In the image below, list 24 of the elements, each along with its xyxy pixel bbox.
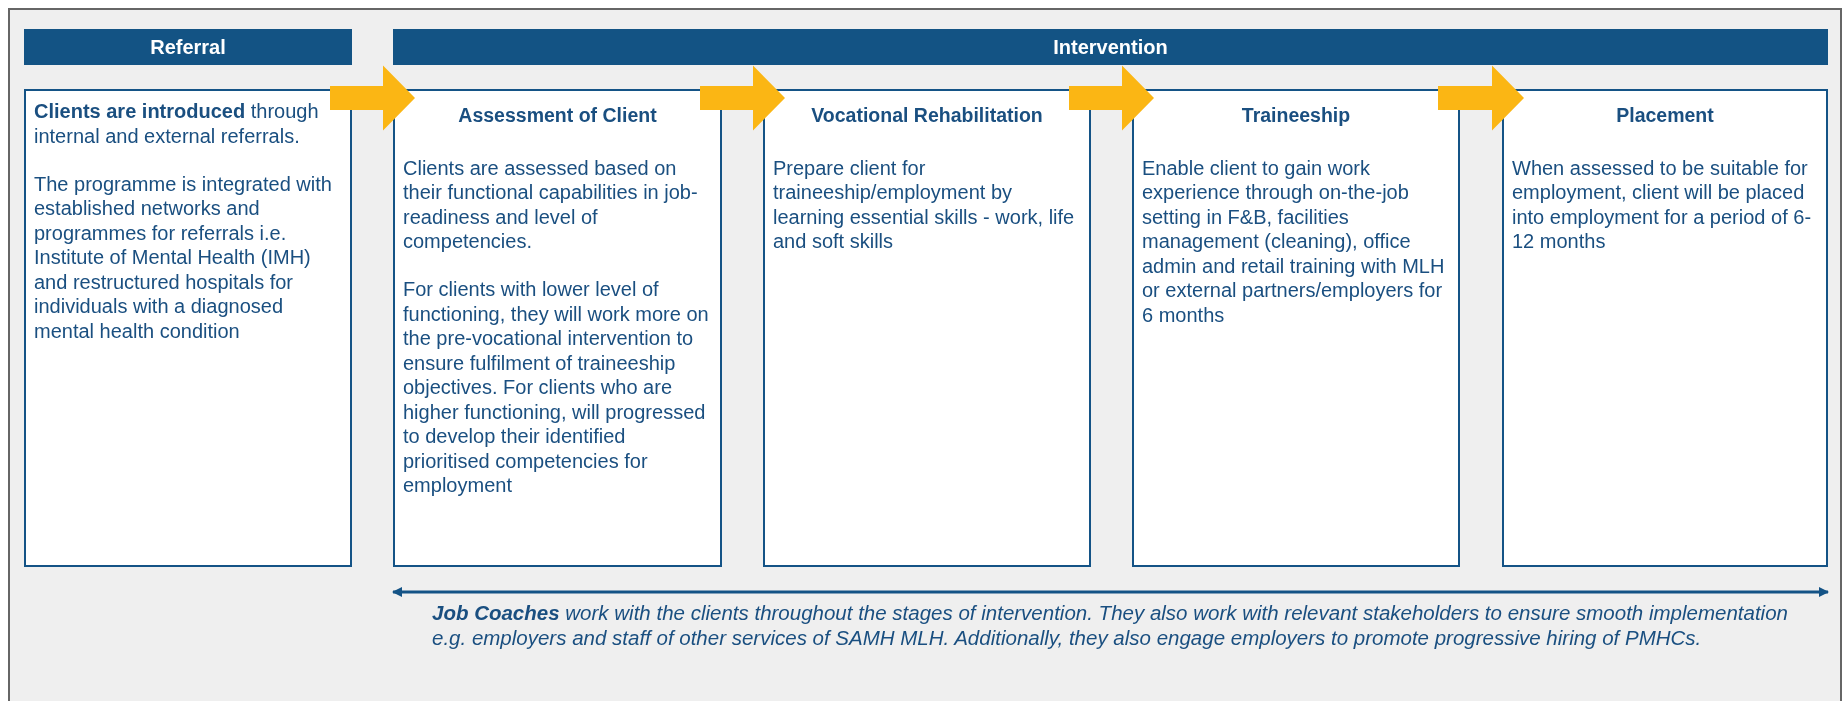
stage-heading: Vocational Rehabilitation bbox=[810, 103, 1044, 128]
stage-description: The programme is integrated with established networks and programmes for referrals i.e. Institute of Mental Health (IMH) and restructured hospitals for individuals with a diagnosed mental health condition bbox=[34, 171, 333, 343]
block-arrow bbox=[1438, 65, 1524, 131]
stage-card bbox=[393, 89, 722, 567]
stage-description: Prepare client for traineeship/employment by learning essential skills - work, life and soft skills bbox=[773, 155, 1076, 254]
stage-heading: Placement bbox=[1615, 103, 1715, 128]
stage-card bbox=[24, 89, 352, 567]
block-arrow bbox=[700, 65, 785, 131]
stage-description: Clients are introduced through internal and external referrals. bbox=[34, 99, 320, 148]
block-arrow bbox=[330, 65, 415, 131]
block-arrow bbox=[1069, 65, 1154, 131]
stage-heading: Assessment of Client bbox=[457, 103, 658, 128]
note-text: Job Coaches work with the clients throughout the stages of intervention. They also work with relevant stakeholders to ensure smooth implementation e.g. employers and staff of other services of SAMH MLH. Additionally, they also engage employers to promote progressive hiring of PMHCs. bbox=[432, 600, 1789, 650]
stage-card bbox=[1132, 89, 1460, 567]
stage-card bbox=[1502, 89, 1828, 567]
stage-description: When assessed to be suitable for employment, client will be placed into employment for a period of 6-12 months bbox=[1512, 155, 1813, 254]
stage-header-band: Intervention bbox=[393, 29, 1828, 65]
stage-heading: Traineeship bbox=[1240, 103, 1352, 128]
stage-header-band: Referral bbox=[24, 29, 352, 65]
double-arrow bbox=[392, 587, 1829, 597]
stage-description: For clients with lower level of functioning, they will work more on the pre-vocational intervention to ensure fulfilment of traineeship objectives. For clients who are higher functioning, will progressed to develop their identified prioritised competencies for employment bbox=[403, 277, 710, 498]
stage-card bbox=[763, 89, 1091, 567]
stage-description: Enable client to gain work experience through on-the-job setting in F&B, facilities management (cleaning), office admin and retail training with MLH or external partners/employers for 6 months bbox=[1142, 155, 1446, 327]
stage-description: Clients are assessed based on their functional capabilities in job-readiness and level of competencies. bbox=[403, 155, 699, 254]
